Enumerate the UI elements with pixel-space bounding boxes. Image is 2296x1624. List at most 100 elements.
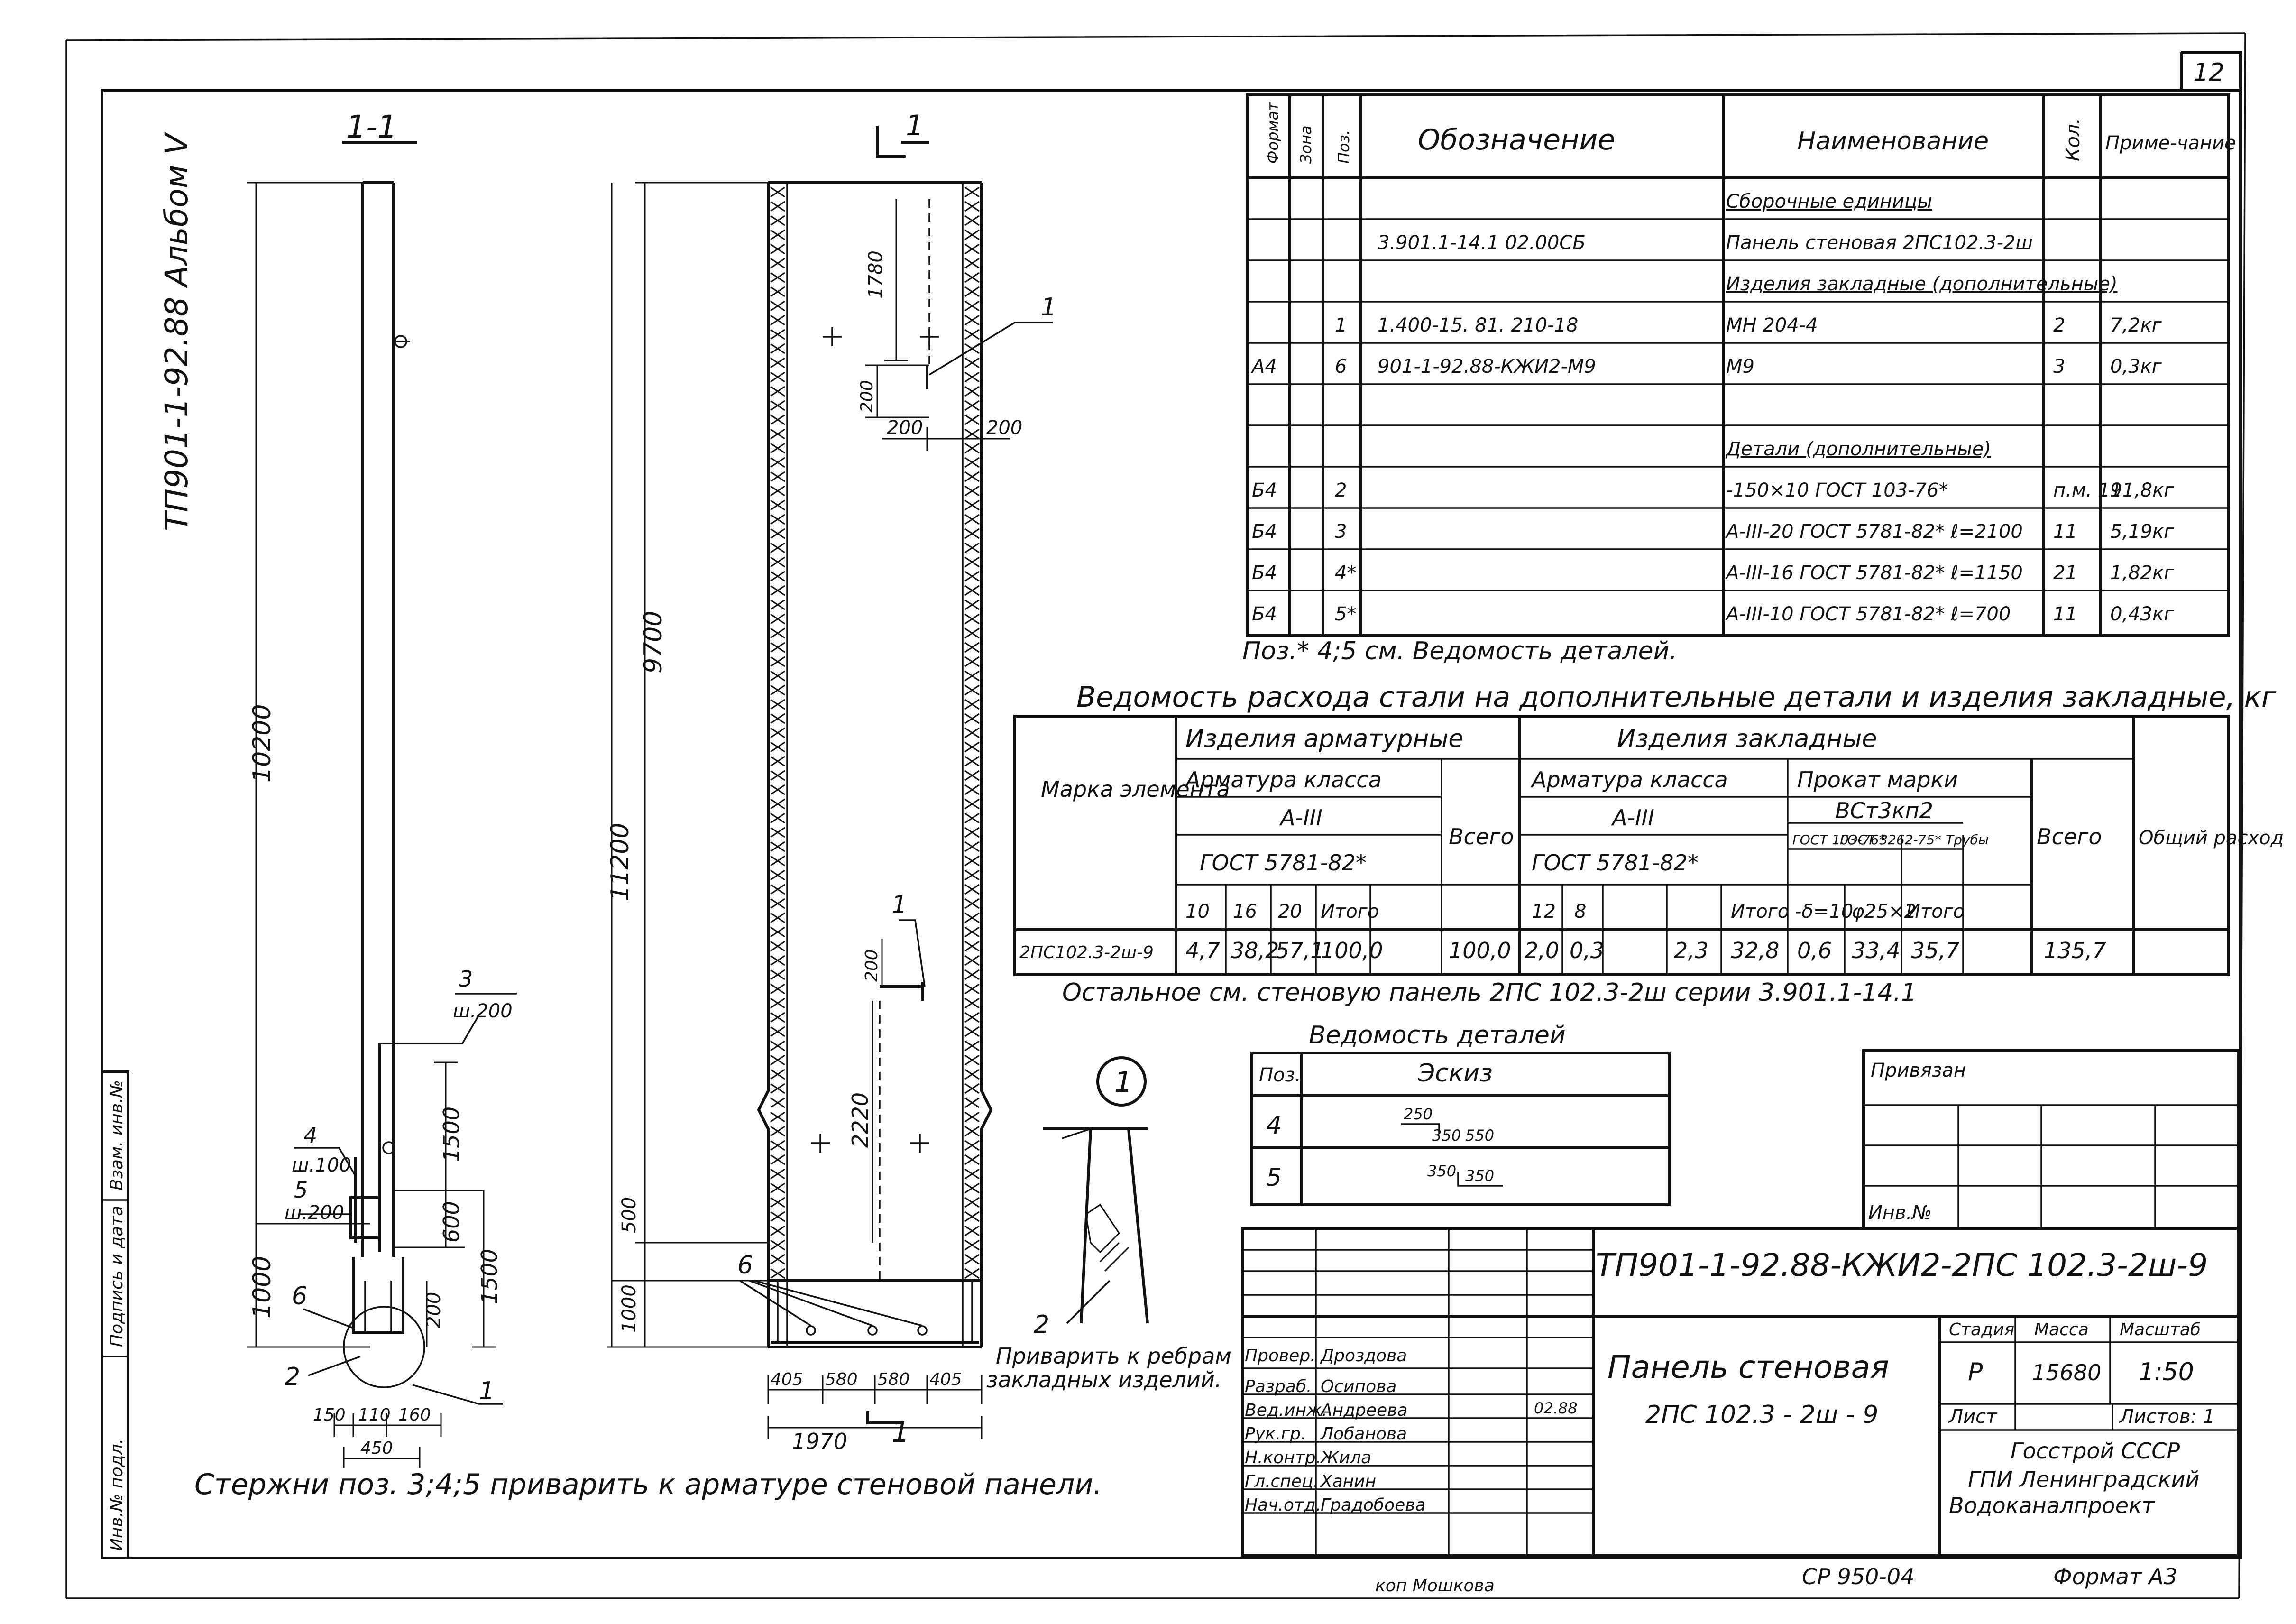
weld-note-line1: Приварить к ребрам [996,1343,1231,1369]
sig-role-3: Рук.гр. [1245,1424,1306,1444]
dim-11200: 11200 [606,823,634,901]
bottom-note: Стержни поз. 3;4;5 приварить к арматуре … [194,1468,1102,1501]
strip-cell-approve: Взам. инв.№ [107,1080,127,1190]
dim-200b: 200 [887,417,923,439]
steel-h-a3-1: А-III [1279,805,1322,830]
weld-note-line2: закладных изделий. [986,1367,1221,1393]
spec-row-8-note: 5,19кг [2110,521,2174,543]
steel-val-2: 57,1 [1276,938,1324,963]
left-stamp-strip: Взам. инв.№ Подпись и дата Инв.№ подл. [101,1070,129,1559]
tb-org-2: ГПИ Ленинградский [1968,1467,2199,1492]
details-5-d350b: 350 [1465,1167,1494,1185]
steel-sub-9: Итого [1906,901,1965,923]
page-number: 12 [2193,58,2224,87]
dim-580b: 580 [877,1370,910,1389]
spec-h-note: Приме-чание [2105,132,2236,154]
tb-name-1: Панель стеновая [1607,1349,1889,1385]
dim-110: 110 [358,1405,391,1425]
sig-role-0: Провер. [1245,1346,1316,1366]
callout-5-note: ш.200 [285,1202,344,1224]
tb-scale: 1:50 [2139,1358,2194,1386]
section-mark-bottom: 1 [891,1416,909,1449]
spec-row-9-name: А-III-16 ГОСТ 5781-82* ℓ=1150 [1725,562,2023,584]
strip-cell-sign: Подпись и дата [107,1206,127,1347]
spec-row-3-pos: 1 [1335,314,1347,336]
spec-h-designation: Обозначение [1418,123,1615,157]
callout-3-note: ш.200 [453,1000,513,1022]
steel-h-total-2: Всего [2037,824,2102,849]
spec-row-9-fmt: Б4 [1252,562,1277,584]
callout-1-mid: 1 [891,891,907,919]
sig-name-0: Дроздова [1320,1346,1407,1366]
spec-row-10-pos: 5* [1335,603,1356,625]
spec-h-zone: Зона [1297,125,1315,164]
spec-table: Формат Зона Поз. Обозначение Наименовани… [1246,93,2236,637]
callout-4-note: ш.100 [292,1154,351,1176]
spec-row-10-fmt: Б4 [1252,603,1277,625]
steel-h-gost-1: ГОСТ 5781-82* [1200,850,1367,876]
spec-row-8-qty: 11 [2053,521,2077,543]
sig-role-6: Нач.отд. [1245,1495,1321,1515]
steel-val-4: 100,0 [1449,938,1511,963]
spec-row-9-pos: 4* [1335,562,1356,584]
spec-row-7-pos: 2 [1335,480,1347,501]
spec-row-6-name: Детали (дополнительные) [1725,438,1991,460]
tb-mass-label: Масса [2034,1320,2089,1339]
privyazan-inv: Инв.№ [1868,1202,1932,1224]
steel-val-1: 38,2 [1231,938,1279,963]
tb-sheet-label: Лист [1948,1406,1998,1428]
tb-designation: ТП901-1-92.88-КЖИ2-2ПС 102.3-2ш-9 [1596,1247,2208,1283]
tb-org-1: Госстрой СССР [2011,1438,2180,1464]
dim-1000-elev: 1000 [618,1284,640,1333]
spec-row-10-name: А-III-10 ГОСТ 5781-82* ℓ=700 [1725,603,2011,625]
privyazan-label: Привязан [1871,1060,1966,1081]
details-row-5-pos: 5 [1266,1163,1282,1192]
steel-sub-0: 10 [1185,901,1210,923]
tb-sheets-label: Листов: 1 [2119,1406,2215,1428]
sig-name-2: Андреева [1320,1401,1407,1420]
spec-row-7-fmt: Б4 [1252,480,1277,501]
steel-h-total-1: Всего [1449,824,1514,849]
spec-row-3-qty: 2 [2053,314,2065,336]
steel-sub-7: -δ=10 [1795,901,1853,923]
steel-val-6: 0,3 [1570,938,1604,963]
details-h-sketch: Эскиз [1417,1059,1493,1088]
sig-role-2: Вед.инж. [1245,1401,1327,1420]
steel-row-mark: 2ПС102.3-2ш-9 [1019,943,1154,962]
sig-name-4: Жила [1320,1448,1371,1467]
sig-name-3: Лобанова [1320,1424,1407,1444]
steel-h-rebar-class-2: Арматура класса [1530,767,1728,793]
steel-h-a3-2: А-III [1611,805,1654,830]
dim-150: 150 [313,1405,346,1425]
callout-1-top: 1 [1041,293,1056,322]
spec-footnote: Поз.* 4;5 см. Ведомость деталей. [1242,637,1677,665]
callout-4: 4 [303,1123,317,1148]
spec-row-1-name: Панель стеновая 2ПС102.3-2ш [1726,232,2033,254]
strip-cell-inv: Инв.№ подл. [107,1439,127,1551]
steel-val-9: 32,8 [1731,938,1779,963]
spec-row-9-qty: 21 [2053,562,2077,584]
dim-1970: 1970 [792,1429,847,1454]
sig-role-5: Гл.спец. [1245,1472,1319,1491]
dim-200d: 200 [862,949,882,982]
spec-row-10-note: 0,43кг [2110,603,2174,625]
steel-h-gost-2: ГОСТ 5781-82* [1532,850,1699,876]
spec-row-4-qty: 3 [2053,356,2065,378]
details-table: Поз. Эскиз 4 5 250 350 550 350 350 [1250,1052,1671,1206]
steel-h-rolled: Прокат марки [1797,767,1958,793]
dim-405b: 405 [929,1370,962,1389]
dim-1000: 1000 [248,1256,276,1319]
spec-h-pos: Поз. [1335,130,1353,164]
tb-date: 02.88 [1534,1399,1578,1417]
order-no: СР 950-04 [1802,1564,1914,1589]
steel-h-gost3262: ГОСТ 3262-75* Трубы [1840,832,1989,848]
steel-sub-6: Итого [1731,901,1789,923]
details-4-d350: 350 [1432,1126,1461,1144]
title-block: ТП901-1-92.88-КЖИ2-2ПС 102.3-2ш-9 Панель… [1241,1227,2240,1557]
steel-val-5: 2,0 [1525,938,1559,963]
steel-val-8: 2,3 [1674,938,1708,963]
album-title: ТП901-1-92.88 Альбом V [158,131,195,531]
spec-row-4-note: 0,3кг [2110,356,2162,378]
spec-row-7-qty: п.м. 19 [2053,480,2122,501]
